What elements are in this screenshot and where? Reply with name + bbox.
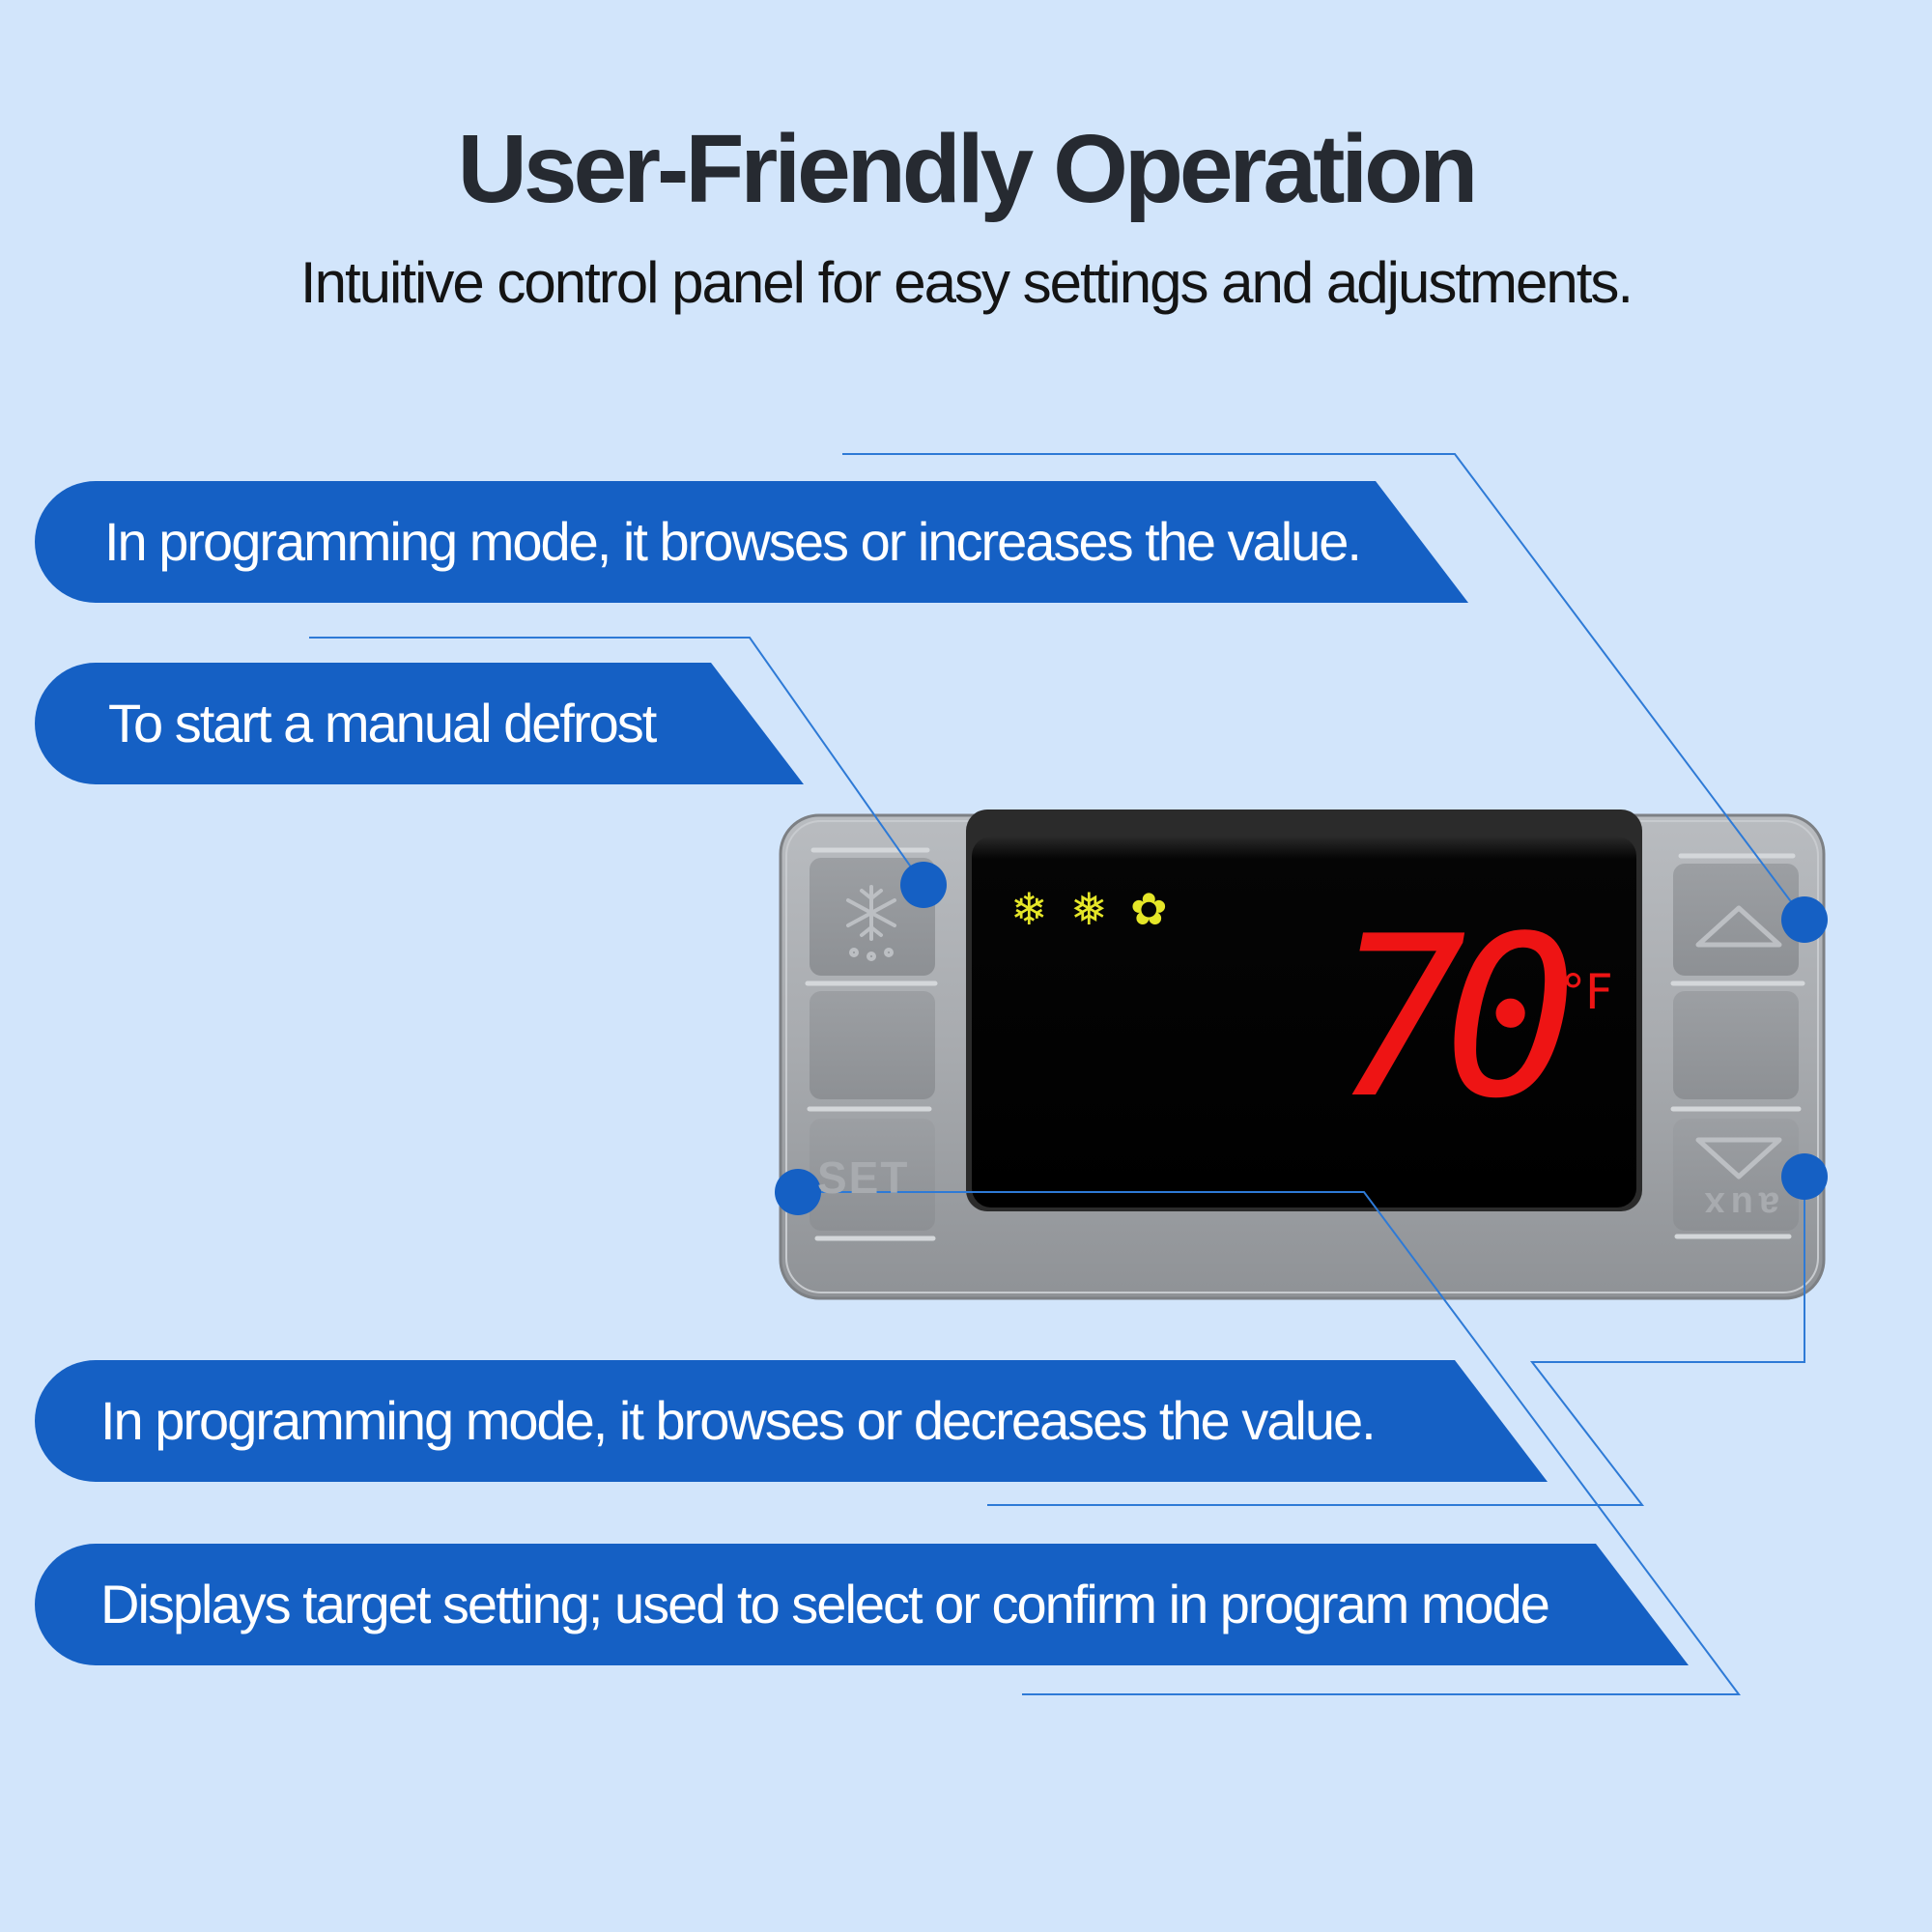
marker-dot-set bbox=[775, 1169, 821, 1215]
leader-defrost bbox=[309, 637, 924, 886]
fan-icon: ✿ bbox=[1130, 884, 1168, 934]
callout-set-text: Displays target setting; used to select … bbox=[100, 1574, 1550, 1634]
marker-dot-down bbox=[1781, 1153, 1828, 1200]
lcd-screen bbox=[972, 837, 1636, 1208]
aux-key-label: aux bbox=[1698, 1184, 1779, 1225]
snowflake-icon: ❅ bbox=[1070, 884, 1108, 934]
blank-left-key[interactable] bbox=[810, 991, 935, 1099]
up-key[interactable] bbox=[1673, 864, 1799, 976]
callout-set-button: Displays target setting; used to select … bbox=[35, 1544, 1689, 1665]
leader-up bbox=[842, 453, 1805, 921]
blank-right-key[interactable] bbox=[1673, 991, 1799, 1099]
callout-defrost-text: To start a manual defrost bbox=[108, 693, 657, 753]
leader-down bbox=[987, 1177, 1805, 1506]
set-key[interactable] bbox=[810, 1119, 935, 1231]
set-key-label: SET bbox=[817, 1152, 910, 1203]
defrost-key-icon bbox=[846, 885, 896, 961]
down-arrow-icon bbox=[1695, 1137, 1782, 1179]
callout-up-button: In programming mode, it browses or incre… bbox=[35, 481, 1468, 603]
marker-dot-defrost bbox=[900, 862, 947, 908]
marker-dot-up bbox=[1781, 896, 1828, 943]
callout-down-button: In programming mode, it browses or decre… bbox=[35, 1360, 1548, 1482]
page-subtitle: Intuitive control panel for easy setting… bbox=[299, 250, 1634, 315]
temperature-readout: 70 bbox=[1333, 890, 1577, 1148]
callout-up-text: In programming mode, it browses or incre… bbox=[104, 511, 1362, 572]
callout-down-text: In programming mode, it browses or decre… bbox=[100, 1390, 1377, 1451]
defrost-icon: ❄ bbox=[1010, 884, 1048, 934]
temperature-unit: °F bbox=[1561, 964, 1613, 1020]
page-title: User-Friendly Operation bbox=[457, 115, 1479, 223]
callout-defrost-button: To start a manual defrost bbox=[35, 663, 804, 784]
leader-set bbox=[798, 1191, 1741, 1695]
up-arrow-icon bbox=[1695, 905, 1782, 948]
